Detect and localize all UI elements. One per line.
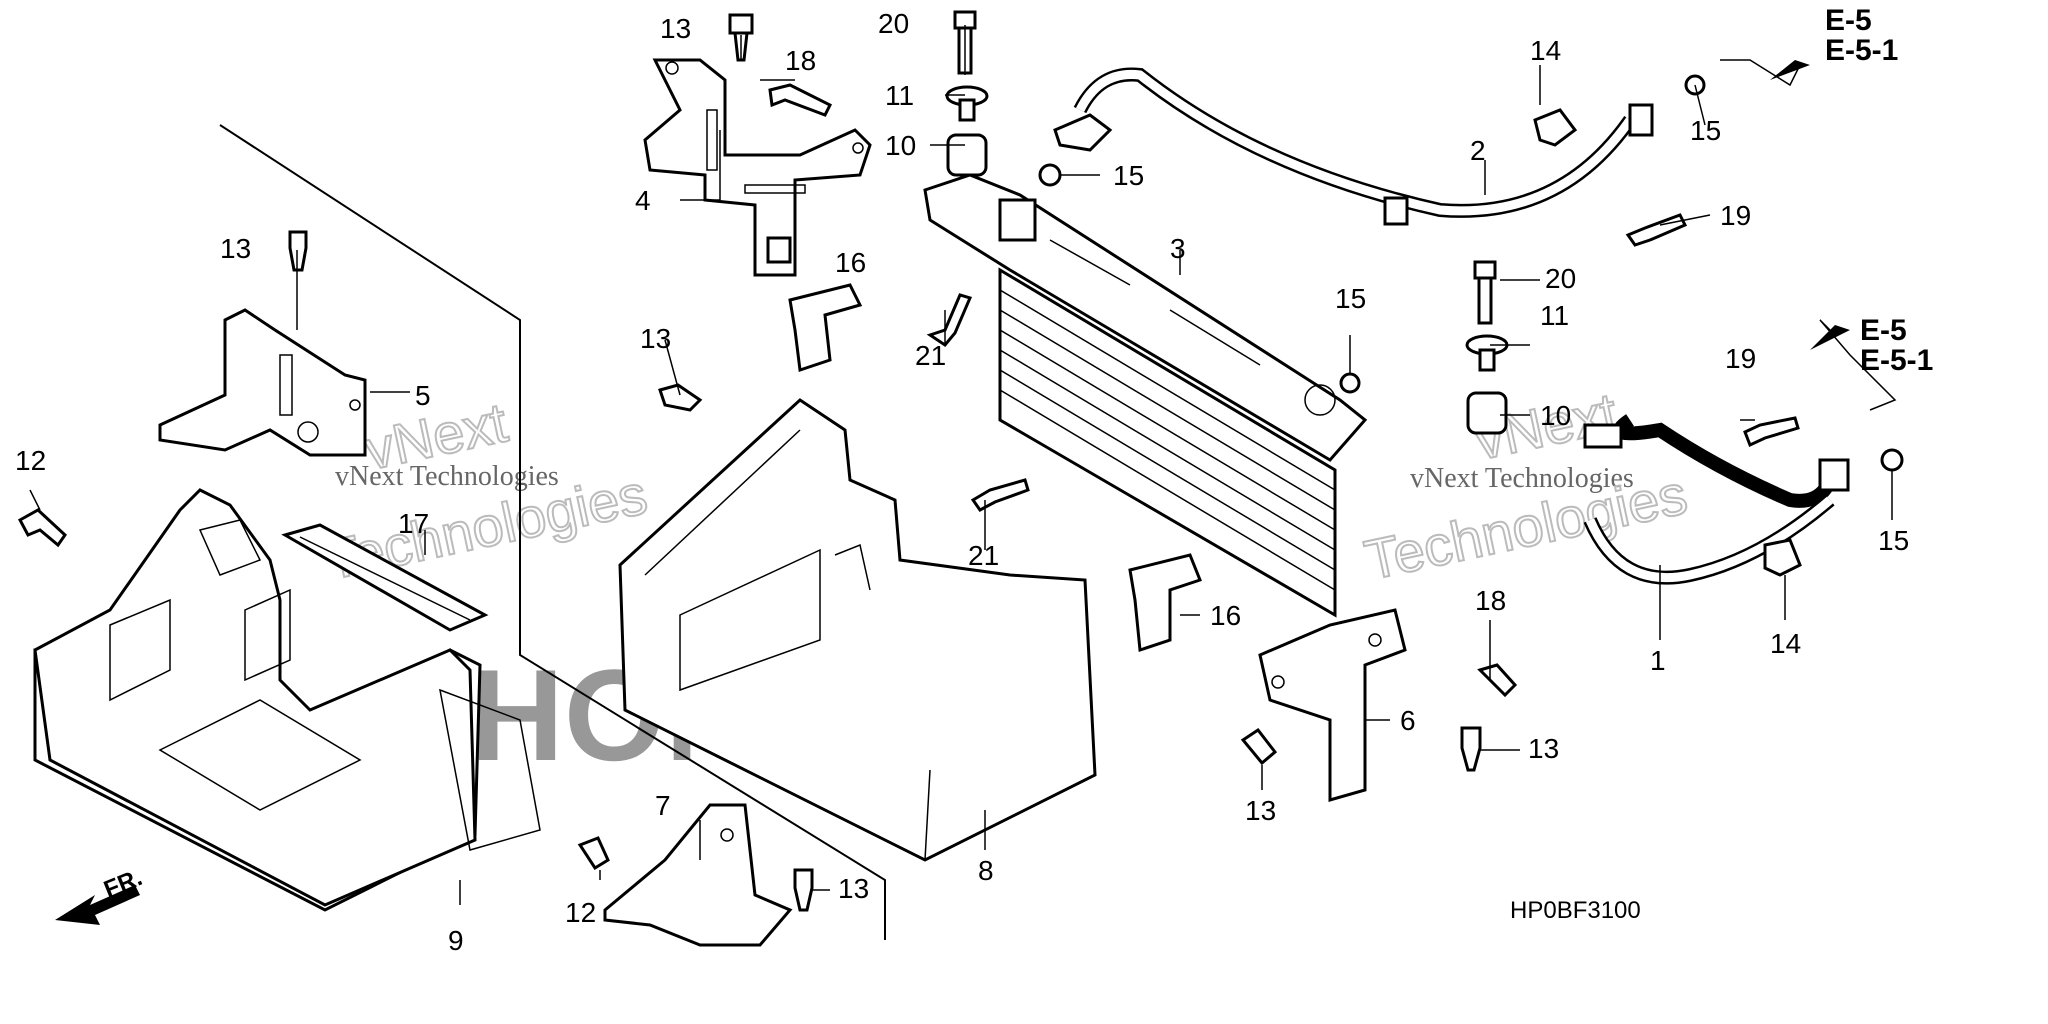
part-4-bracket: [643, 58, 872, 277]
part-5-bracket: [158, 308, 367, 457]
ref-top-e5: E-5: [1825, 4, 1872, 37]
part-3-oil-cooler: [923, 173, 1368, 618]
callout-13: 13: [1528, 733, 1559, 764]
ref-mid-e5: E-5: [1860, 314, 1907, 347]
leader-lines: [29, 25, 1897, 905]
part-16-clip-b: [1128, 553, 1202, 653]
callout-15: 15: [1690, 115, 1721, 146]
frame-line-left: [219, 124, 886, 940]
reference-labels: E-5 E-5-1 E-5 E-5-1: [1825, 4, 1933, 377]
callout-20: 20: [1545, 263, 1576, 294]
watermark-text-left: vNext Technologies: [335, 461, 559, 492]
callout-13: 13: [1245, 795, 1276, 826]
callout-15: 15: [1113, 160, 1144, 191]
callout-8: 8: [978, 855, 994, 886]
watermark-text-right: vNext Technologies: [1410, 463, 1634, 494]
callout-16: 16: [1210, 600, 1241, 631]
callout-19: 19: [1720, 200, 1751, 231]
callout-18: 18: [1475, 585, 1506, 616]
front-arrow-icon: [55, 885, 140, 925]
callout-12: 12: [15, 445, 46, 476]
callout-20: 20: [878, 8, 909, 39]
callout-10: 10: [1540, 400, 1571, 431]
part-9-tray: [33, 488, 541, 912]
part-7-bracket: [603, 803, 793, 947]
callout-16: 16: [835, 247, 866, 278]
part-16-clip-a: [788, 283, 863, 373]
callouts: 13 20 18 11 10 4 15 14 15 2 19 13 16 3 2…: [15, 8, 1909, 956]
callout-13: 13: [220, 233, 251, 264]
callout-6: 6: [1400, 705, 1416, 736]
front-marker: FR.: [55, 864, 146, 925]
ref-mid-e51: E-5-1: [1860, 344, 1933, 377]
fasteners: [17, 10, 1904, 912]
callout-13: 13: [640, 323, 671, 354]
callout-17: 17: [398, 508, 429, 539]
callout-19: 19: [1725, 343, 1756, 374]
callout-11: 11: [1540, 300, 1569, 331]
diagram-code: HP0BF3100: [1510, 897, 1641, 924]
callout-1: 1: [1650, 645, 1666, 676]
callout-14: 14: [1770, 628, 1801, 659]
callout-2: 2: [1470, 135, 1486, 166]
callout-9: 9: [448, 925, 464, 956]
callout-11: 11: [885, 80, 914, 111]
part-6-bracket: [1258, 608, 1407, 802]
callout-21: 21: [968, 540, 999, 571]
callout-15: 15: [1335, 283, 1366, 314]
part-8-tray: [618, 398, 1097, 862]
part-17-pad: [281, 523, 489, 632]
callout-12: 12: [565, 897, 596, 928]
ref-arrows: [1770, 60, 1850, 350]
front-label: FR.: [100, 864, 146, 904]
callout-3: 3: [1170, 233, 1186, 264]
part-1-hose: [1583, 414, 1850, 585]
callout-10: 10: [885, 130, 916, 161]
callout-7: 7: [655, 790, 671, 821]
callout-5: 5: [415, 380, 431, 411]
part-2-hose: [1053, 67, 1654, 226]
callout-13: 13: [838, 873, 869, 904]
callout-21: 21: [915, 340, 946, 371]
frame-lines: [219, 124, 886, 940]
callout-15: 15: [1878, 525, 1909, 556]
callout-13: 13: [660, 13, 691, 44]
callout-14: 14: [1530, 35, 1561, 66]
ref-top-e51: E-5-1: [1825, 34, 1898, 67]
callout-4: 4: [635, 185, 651, 216]
callout-18: 18: [785, 45, 816, 76]
